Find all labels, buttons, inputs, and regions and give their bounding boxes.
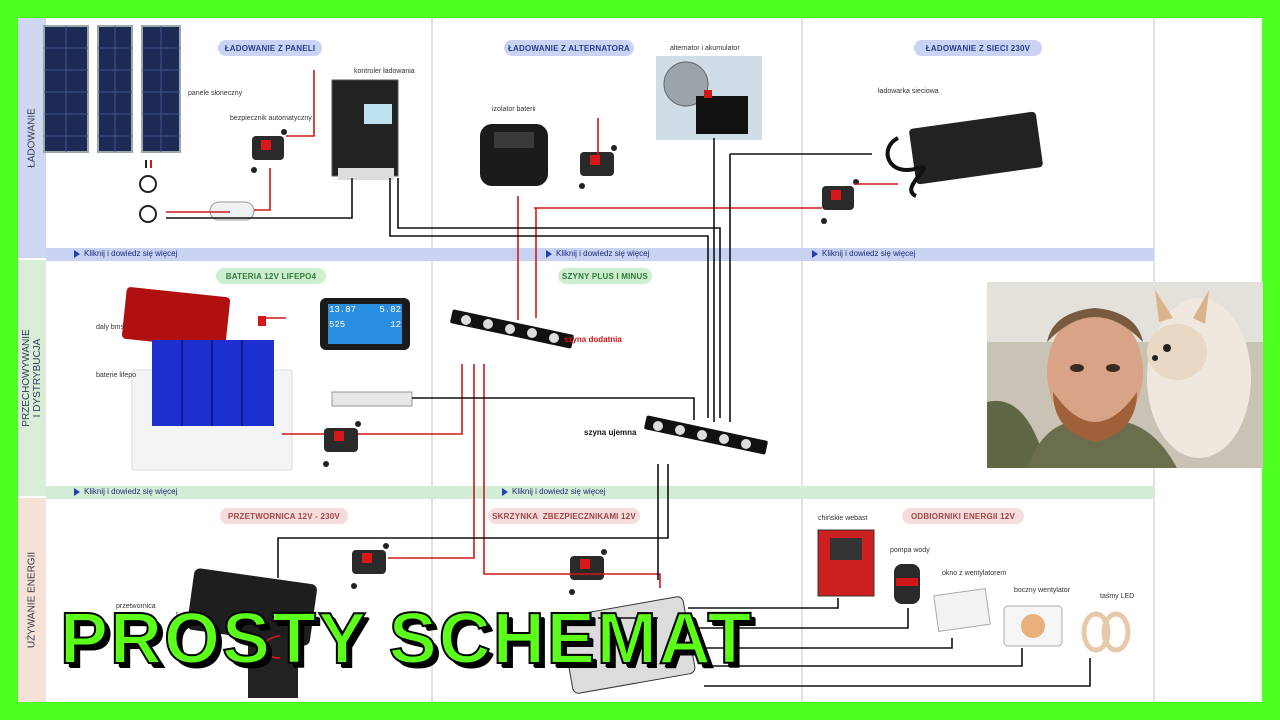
label-solar-panels: panele słoneczny	[188, 90, 243, 97]
presenter-photo	[987, 282, 1263, 468]
label-auto-fuse: bezpiecznik automatyczny	[230, 115, 312, 122]
section-inverter: PRZETWORNICA 12V - 230V	[220, 508, 348, 524]
solar-panels	[43, 25, 181, 153]
mains-charger	[885, 111, 1043, 198]
meter-readout: 13.87 5.82 525 12	[329, 306, 401, 342]
link-more-alternator[interactable]: Kliknij i dowiedz się więcej	[546, 249, 649, 258]
label-negative-bus: szyna ujemna	[584, 428, 637, 437]
battery-meter	[320, 298, 410, 350]
label-isolator: izolator baterii	[492, 106, 536, 113]
label-led-strips: taśmy LED	[1100, 593, 1135, 600]
label-daly-bms: daly bms	[96, 324, 125, 331]
inverter	[187, 568, 317, 698]
breaker-solar	[251, 129, 287, 173]
link-more-busbars[interactable]: Kliknij i dowiedz się więcej	[502, 487, 605, 496]
label-water-pump: pompa wody	[890, 547, 930, 554]
presenter-photo-art	[987, 282, 1263, 468]
meter-energy: 12	[390, 320, 401, 330]
section-consumers: ODBIORNIKI ENERGII 12V	[902, 508, 1024, 524]
play-icon	[74, 249, 80, 258]
wiring-diagram	[43, 18, 1155, 702]
section-mains: ŁADOWANIE Z SIECI 230V	[914, 40, 1042, 56]
charge-controller	[331, 79, 399, 180]
meter-current: 5.82	[379, 305, 401, 315]
play-icon	[546, 249, 552, 258]
label-charge-controller: kontroler ładowania	[354, 68, 415, 75]
section-battery: BATERIA 12V LIFEPO4	[216, 268, 326, 284]
play-icon	[502, 487, 508, 496]
label-side-fan: boczny wentylator	[1014, 587, 1071, 594]
breaker-mains	[821, 179, 859, 224]
section-panels: ŁADOWANIE Z PANELI	[218, 40, 322, 56]
label-inverter-tail: r	[176, 611, 179, 618]
breaker-battery	[323, 421, 361, 467]
positive-busbar	[450, 309, 574, 349]
section-alternator: ŁADOWANIE Z ALTERNATORA	[504, 40, 634, 56]
link-more-panels[interactable]: Kliknij i dowiedz się więcej	[74, 249, 177, 258]
label-positive-bus: szyna dodatnia	[564, 335, 622, 344]
breaker-fusebox	[569, 549, 607, 595]
section-busbars: SZYNY PLUS I MINUS	[558, 268, 652, 284]
label-alternator: alternator i akumulator	[670, 45, 740, 52]
negative-busbar	[644, 415, 768, 455]
breaker-inverter	[351, 543, 389, 589]
label-webasto: chińskie webast	[818, 515, 868, 522]
label-mains-charger: ładowarka sieciowa	[878, 88, 939, 95]
label-fan-window: okno z wentylatorem	[942, 570, 1007, 577]
band-charging: ŁADOWANIE	[18, 18, 46, 258]
play-icon	[812, 249, 818, 258]
link-more-mains[interactable]: Kliknij i dowiedz się więcej	[812, 249, 915, 258]
section-fusebox: SKRZYNKA ZBEZPIECZNIKAMI 12V	[488, 508, 640, 524]
play-icon	[74, 487, 80, 496]
label-lifepo-cells: baterie lifepo	[96, 372, 137, 379]
link-more-battery[interactable]: Kliknij i dowiedz się więcej	[74, 487, 177, 496]
headline-title: PROSTY SCHEMAT	[59, 598, 754, 680]
breaker-alternator	[579, 145, 617, 189]
meter-power: 525	[329, 320, 346, 330]
band-usage: UŻYWANIE ENERGII	[18, 498, 46, 702]
meter-voltage: 13.87	[329, 305, 357, 315]
